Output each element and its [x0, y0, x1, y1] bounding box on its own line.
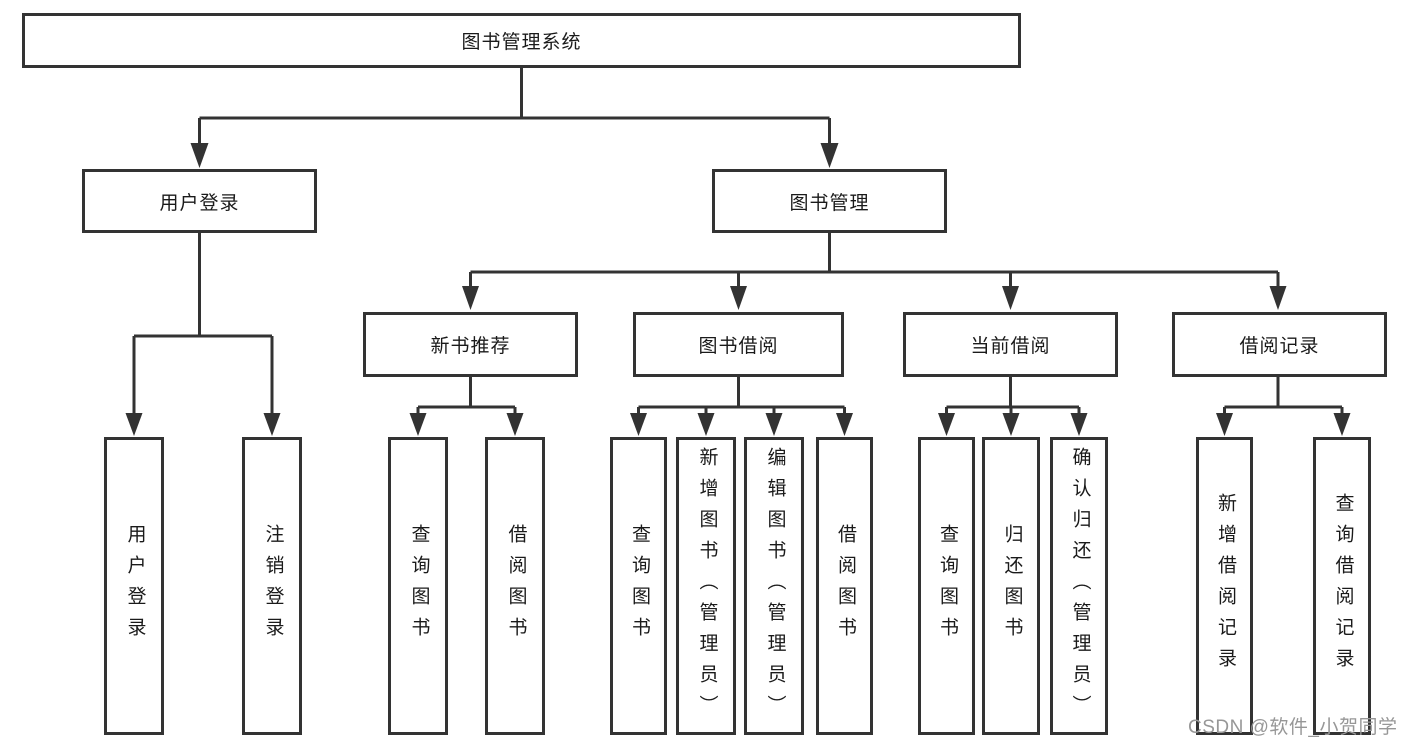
node-current-borrowing: 当前借阅 [903, 312, 1118, 377]
leaf-borrowing-query-books-label: 查询图书 [628, 524, 650, 648]
leaf-return-books: 归还图书 [982, 437, 1040, 735]
leaf-new-book-borrow-books: 借阅图书 [485, 437, 545, 735]
node-book-borrowing: 图书借阅 [633, 312, 844, 377]
leaf-borrowing-query-books: 查询图书 [610, 437, 667, 735]
leaf-confirm-return-admin: 确认归还（管理员） [1050, 437, 1108, 735]
leaf-borrowing-borrow-books: 借阅图书 [816, 437, 873, 735]
leaf-query-borrow-record: 查询借阅记录 [1313, 437, 1371, 735]
leaf-new-book-query-books-label: 查询图书 [408, 524, 430, 648]
leaf-edit-books-admin: 编辑图书（管理员） [744, 437, 804, 735]
leaf-add-books-admin-label: 新增图书（管理员） [696, 446, 718, 726]
node-new-book-recommend: 新书推荐 [363, 312, 578, 377]
node-user-login: 用户登录 [82, 169, 317, 233]
leaf-add-borrow-record-label: 新增借阅记录 [1214, 493, 1236, 679]
leaf-current-query-books: 查询图书 [918, 437, 975, 735]
leaf-query-borrow-record-label: 查询借阅记录 [1332, 493, 1354, 679]
arrowheads [125, 143, 1351, 436]
leaf-new-book-query-books: 查询图书 [388, 437, 448, 735]
leaf-logout-login: 注销登录 [242, 437, 302, 735]
leaf-logout-login-label: 注销登录 [262, 524, 284, 648]
leaf-edit-books-admin-label: 编辑图书（管理员） [764, 446, 786, 726]
leaf-user-login: 用户登录 [104, 437, 164, 735]
leaf-current-query-books-label: 查询图书 [936, 524, 958, 648]
leaf-user-login-label: 用户登录 [124, 524, 146, 648]
leaf-borrowing-borrow-books-label: 借阅图书 [834, 524, 856, 648]
leaf-new-book-borrow-books-label: 借阅图书 [505, 524, 527, 648]
node-library-management-system: 图书管理系统 [22, 13, 1021, 68]
leaf-confirm-return-admin-label: 确认归还（管理员） [1069, 446, 1091, 726]
csdn-watermark: CSDN @软件_小贺同学 [1188, 717, 1398, 738]
leaf-add-books-admin: 新增图书（管理员） [676, 437, 736, 735]
node-book-management: 图书管理 [712, 169, 947, 233]
leaf-return-books-label: 归还图书 [1001, 524, 1023, 648]
node-borrowing-records: 借阅记录 [1172, 312, 1387, 377]
leaf-add-borrow-record: 新增借阅记录 [1196, 437, 1253, 735]
